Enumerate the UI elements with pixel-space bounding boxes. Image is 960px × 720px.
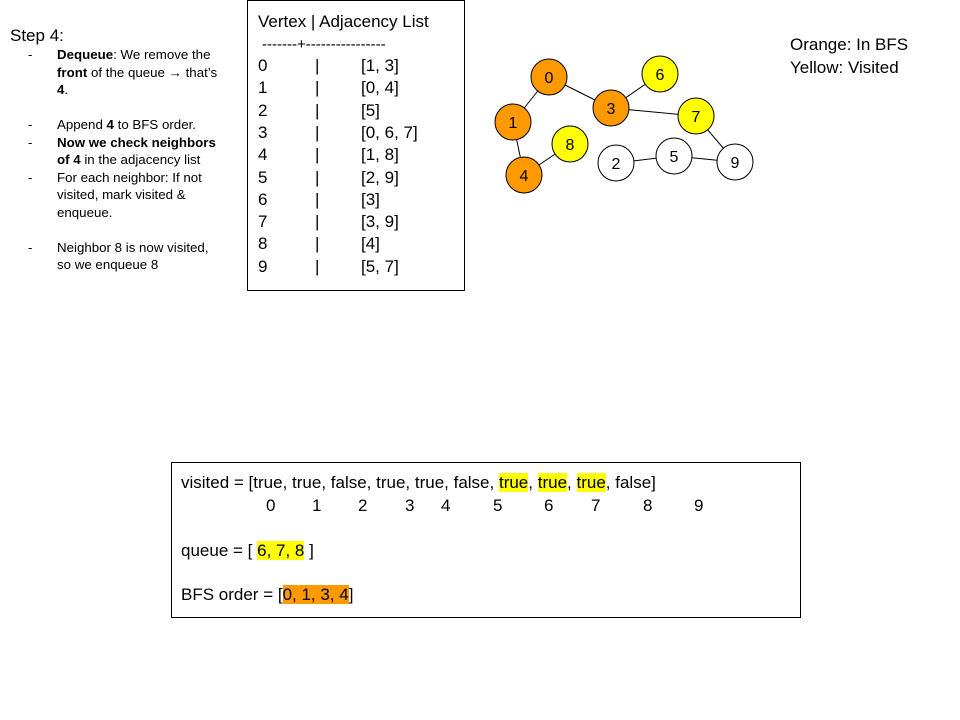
graph-node-1: 1 <box>494 103 532 141</box>
adjacency-vertex: 4 <box>258 145 268 165</box>
adjacency-neighbors: [3, 9] <box>361 212 399 232</box>
graph-node-circle <box>505 156 543 194</box>
visited-7-highlight: true <box>537 473 568 492</box>
graph-node-circle <box>592 89 630 127</box>
adjacency-neighbors: [3] <box>361 189 380 209</box>
adjacency-list-table: Vertex | Adjacency List -------+--------… <box>247 0 465 291</box>
step-title: Step 4: <box>10 26 64 45</box>
adjacency-vertex: 0 <box>258 56 268 75</box>
visited-index-label: 7 <box>591 496 601 515</box>
visited-index-label: 1 <box>312 496 322 515</box>
adjacency-neighbors: [2, 9] <box>361 167 399 187</box>
bfs-state-panel: visited = [true, true, false, true, true… <box>171 462 801 618</box>
adjacency-vertex: 7 <box>258 212 268 232</box>
visited-array: visited = [true, true, false, true, true… <box>181 473 656 492</box>
step-item-append: Append 4 to BFS order. <box>28 116 218 134</box>
adjacency-neighbors: [0, 6, 7] <box>361 122 418 142</box>
visited-6-highlight: true <box>498 473 529 492</box>
graph-node-4: 4 <box>505 156 543 194</box>
graph-node-circle <box>641 55 679 93</box>
queue-line: queue = [ 6, 7, 8 ] <box>181 541 314 560</box>
graph-node-0: 0 <box>530 58 568 96</box>
graph-node-label: 9 <box>731 155 740 172</box>
graph-node-label: 1 <box>509 115 518 132</box>
step-item-check-neighbors: Now we check neighbors of 4 in the adjac… <box>28 134 218 169</box>
graph-node-circle <box>597 144 635 182</box>
graph-node-label: 7 <box>692 109 701 126</box>
graph-node-circle <box>530 58 568 96</box>
graph-node-2: 2 <box>597 144 635 182</box>
visited-8-highlight: true <box>576 473 606 492</box>
graph-node-label: 4 <box>520 168 529 185</box>
visited-index-label: 5 <box>493 496 503 515</box>
adjacency-table-separator: -------+---------------- <box>262 36 386 53</box>
visited-index-label: 9 <box>694 496 704 515</box>
visited-index-label: 2 <box>358 496 368 515</box>
graph-diagram: 0 1 2 3 4 5 6 7 8 9 <box>494 55 754 194</box>
graph-node-7: 7 <box>677 97 715 135</box>
adjacency-table-header: Vertex | Adjacency List <box>258 12 429 31</box>
adjacency-neighbors: [4] <box>361 234 380 254</box>
adjacency-neighbors: [5] <box>361 100 380 120</box>
graph-node-label: 5 <box>670 149 679 166</box>
adjacency-divider: | <box>315 100 320 120</box>
visited-index-label: 8 <box>643 496 653 515</box>
legend-orange: Orange: In BFS <box>790 35 909 54</box>
graph-node-label: 2 <box>612 156 621 173</box>
graph-node-label: 8 <box>566 137 575 154</box>
adjacency-vertex: 8 <box>258 234 268 254</box>
graph-node-label: 0 <box>545 70 554 87</box>
graph-node-circle <box>494 103 532 141</box>
bfs-order-line: BFS order = [0, 1, 3, 4] <box>181 585 354 604</box>
visited-index-label: 4 <box>441 496 451 515</box>
adjacency-neighbors: [1, 8] <box>361 145 399 165</box>
adjacency-vertex: 5 <box>258 167 268 187</box>
graph-node-circle <box>716 143 754 181</box>
adjacency-vertex: 3 <box>258 122 268 142</box>
step-item-dequeue: Dequeue: We remove the front of the queu… <box>28 46 218 99</box>
graph-node-circle <box>551 125 589 163</box>
step-explanation-list: Dequeue: We remove the front of the queu… <box>28 46 218 274</box>
visited-index-label: 6 <box>544 496 554 515</box>
graph-node-6: 6 <box>641 55 679 93</box>
adjacency-divider: | <box>315 256 320 276</box>
graph-node-label: 6 <box>656 67 665 84</box>
queue-values: 6, 7, 8 <box>257 541 305 560</box>
adjacency-vertex: 6 <box>258 189 268 209</box>
adjacency-neighbors: [5, 7] <box>361 256 399 276</box>
adjacency-vertex: 9 <box>258 256 268 276</box>
adjacency-divider: | <box>315 145 320 165</box>
adjacency-divider: | <box>315 78 320 98</box>
adjacency-divider: | <box>315 122 320 142</box>
visited-index-label: 0 <box>266 496 276 515</box>
step-item-for-each: For each neighbor: If not visited, mark … <box>28 169 218 222</box>
adjacency-divider: | <box>315 56 320 75</box>
adjacency-vertex: 2 <box>258 100 268 120</box>
adjacency-divider: | <box>315 167 320 187</box>
graph-node-9: 9 <box>716 143 754 181</box>
adjacency-divider: | <box>315 234 320 254</box>
graph-node-5: 5 <box>655 137 693 175</box>
color-legend: Orange: In BFS Yellow: Visited <box>790 33 908 79</box>
adjacency-divider: | <box>315 212 320 232</box>
visited-index-label: 3 <box>405 496 415 515</box>
graph-node-3: 3 <box>592 89 630 127</box>
step-item-neighbor-8: Neighbor 8 is now visited, so we enqueue… <box>28 239 218 274</box>
adjacency-divider: | <box>315 189 320 209</box>
legend-yellow: Yellow: Visited <box>790 58 899 77</box>
adjacency-neighbors: [0, 4] <box>361 78 399 98</box>
adjacency-neighbors: [1, 3] <box>361 56 399 75</box>
graph-node-circle <box>677 97 715 135</box>
graph-node-circle <box>655 137 693 175</box>
adjacency-vertex: 1 <box>258 78 268 98</box>
bfs-order-values: 0, 1, 3, 4 <box>282 585 349 604</box>
graph-node-label: 3 <box>607 101 616 118</box>
graph-node-8: 8 <box>551 125 589 163</box>
